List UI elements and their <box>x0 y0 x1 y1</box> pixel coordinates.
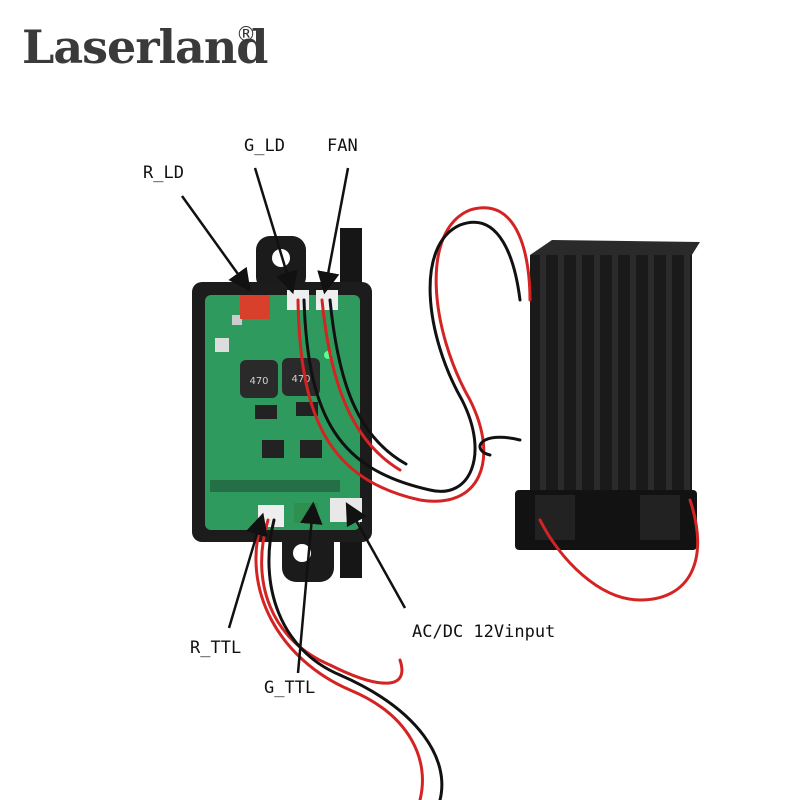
inductor-marking-2: 470 <box>291 374 310 385</box>
arrow-g-ttl <box>296 501 323 674</box>
inductor-marking-1: 470 <box>249 376 268 387</box>
driver-board: 470 470 <box>192 282 372 542</box>
label-fan: FAN <box>327 136 358 156</box>
wires <box>254 206 700 800</box>
brand-logo: Laserland <box>22 20 268 74</box>
label-g-ttl: G_TTL <box>264 678 316 698</box>
arrow-r-ld <box>180 195 251 292</box>
annotation-arrows <box>180 167 407 674</box>
laser-heatsink-module <box>515 240 700 550</box>
label-r-ld: R_LD <box>143 163 184 183</box>
arrow-g-ld <box>253 167 298 295</box>
label-r-ttl: R_TTL <box>190 638 242 658</box>
arrow-r-ttl <box>227 512 268 629</box>
arrow-power <box>345 502 407 609</box>
label-power-input: AC/DC 12Vinput <box>412 622 556 642</box>
label-g-ld: G_LD <box>244 136 285 156</box>
arrow-fan <box>317 167 350 295</box>
registered-mark: ® <box>236 22 256 46</box>
